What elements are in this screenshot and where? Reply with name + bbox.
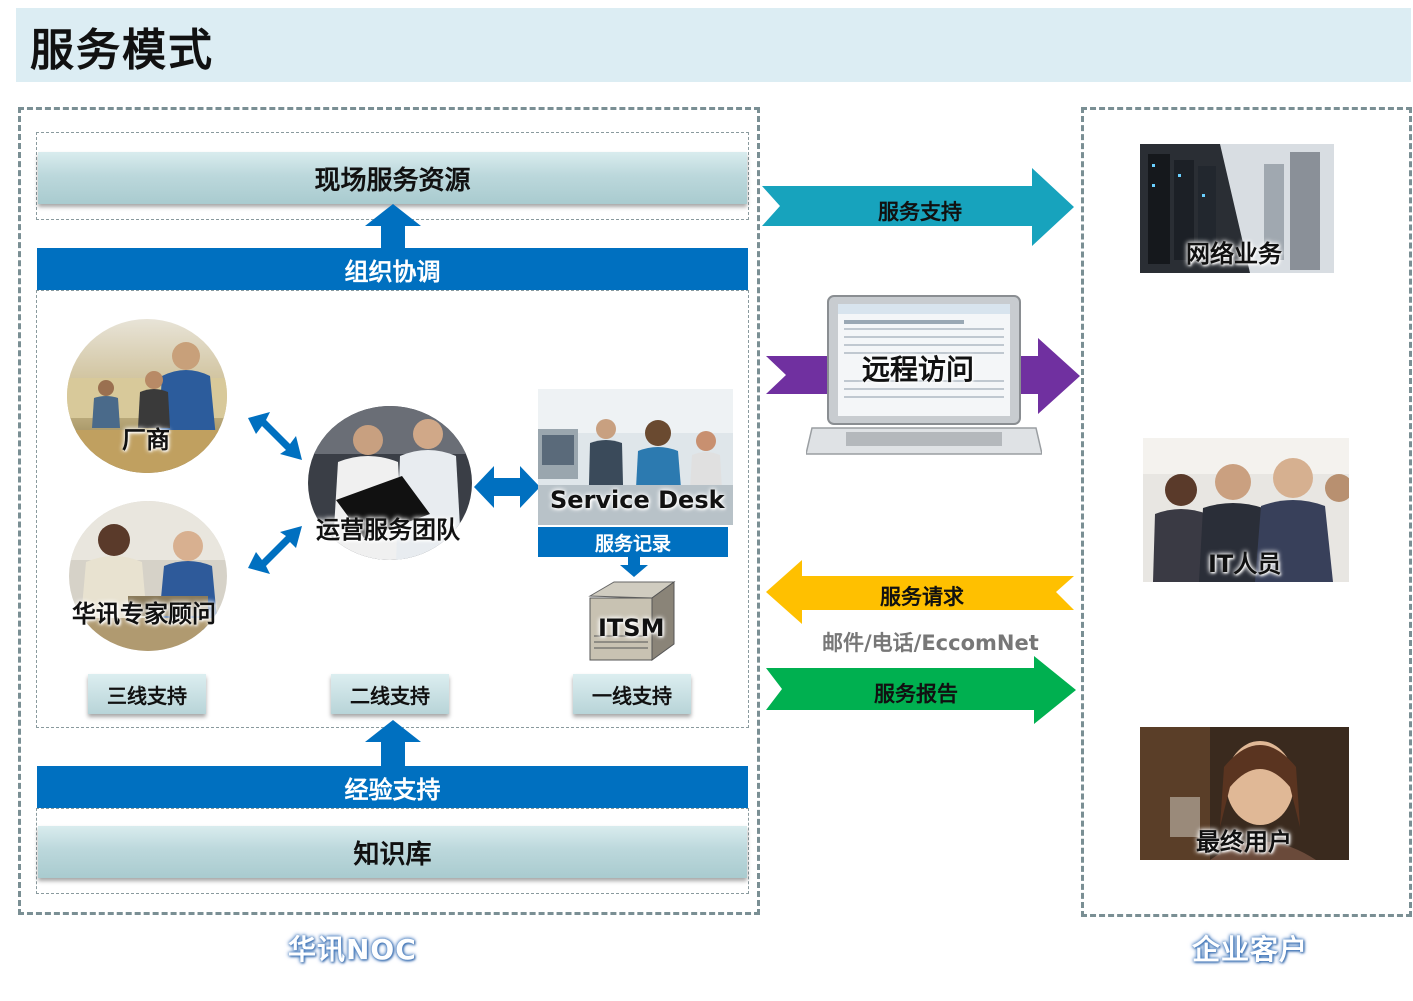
- up-arrow-icon: [365, 720, 421, 766]
- title-bar: [16, 8, 1411, 82]
- tier2-support: 二线支持: [331, 674, 449, 714]
- network-label: 网络业务: [1186, 234, 1282, 269]
- service-request-label: 服务请求: [880, 581, 964, 611]
- knowledge-base-bar: 知识库: [38, 826, 747, 878]
- expert-photo: [68, 500, 228, 652]
- customer-footer: 企业客户: [1192, 928, 1308, 968]
- onsite-resources-bar: 现场服务资源: [38, 152, 747, 204]
- down-arrow-icon: [620, 557, 648, 577]
- noc-footer: 华讯NOC: [288, 928, 417, 968]
- page-title: 服务模式: [30, 14, 214, 78]
- vendor-label: 厂商: [122, 420, 170, 455]
- itsm-label: ITSM: [598, 614, 664, 642]
- expert-label: 华讯专家顾问: [72, 594, 216, 629]
- end-user-label: 最终用户: [1196, 822, 1292, 857]
- it-staff-label: IT人员: [1208, 544, 1281, 579]
- org-coordination-bar: 组织协调: [37, 248, 748, 290]
- service-report-label: 服务报告: [874, 678, 958, 708]
- bidirectional-arrow-icon: [246, 408, 306, 464]
- ops-team-label: 运营服务团队: [316, 510, 460, 545]
- bidirectional-arrow-icon: [246, 522, 306, 578]
- up-arrow-icon: [365, 204, 421, 250]
- service-record-bar: 服务记录: [538, 527, 728, 557]
- tier1-support: 一线支持: [573, 674, 691, 714]
- horizontal-double-arrow-icon: [474, 464, 540, 510]
- experience-support-bar: 经验支持: [37, 766, 748, 808]
- remote-access-label: 远程访问: [862, 348, 974, 388]
- tier3-support: 三线支持: [88, 674, 206, 714]
- service-support-label: 服务支持: [878, 196, 962, 226]
- channels-label: 邮件/电话/EccomNet: [822, 627, 1039, 657]
- service-desk-label: Service Desk: [550, 486, 725, 514]
